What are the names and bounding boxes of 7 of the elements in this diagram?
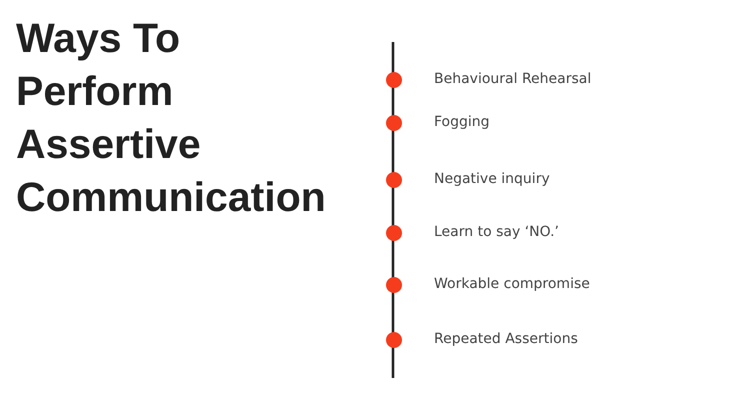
timeline-item-label: Workable compromise bbox=[434, 275, 590, 293]
timeline-item-label: Behavioural Rehearsal bbox=[434, 70, 592, 88]
title: Ways To Perform Assertive Communication bbox=[16, 14, 327, 222]
timeline-item-label: Fogging bbox=[434, 113, 490, 131]
timeline-item-label: Negative inquiry bbox=[434, 170, 550, 188]
timeline-item-label: Repeated Assertions bbox=[434, 330, 578, 348]
timeline-item-label: Learn to say ‘NO.’ bbox=[434, 223, 559, 241]
